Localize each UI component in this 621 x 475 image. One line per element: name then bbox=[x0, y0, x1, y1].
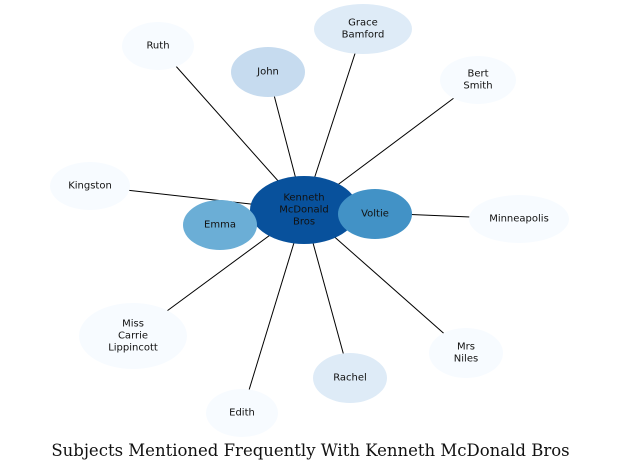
node-center-ellipse bbox=[250, 176, 358, 244]
node-john[interactable]: John bbox=[231, 47, 305, 97]
node-miss-label: Miss bbox=[122, 319, 144, 330]
node-center-label: Bros bbox=[293, 217, 315, 228]
node-grace-label: Grace bbox=[348, 18, 378, 29]
node-minneapolis-label: Minneapolis bbox=[489, 214, 549, 225]
node-emma-ellipse bbox=[183, 200, 257, 250]
node-kingston-label: Kingston bbox=[68, 181, 112, 192]
node-rachel-label: Rachel bbox=[333, 373, 367, 384]
node-emma[interactable]: Emma bbox=[183, 200, 257, 250]
node-mrs-ellipse bbox=[429, 328, 503, 378]
node-rachel-ellipse bbox=[313, 353, 387, 403]
edge-edith bbox=[241, 209, 305, 414]
node-john-label: John bbox=[256, 67, 279, 78]
node-minneapolis[interactable]: Minneapolis bbox=[469, 195, 569, 243]
node-ruth-label: Ruth bbox=[146, 41, 169, 52]
node-ruth-ellipse bbox=[122, 22, 194, 70]
node-kingston[interactable]: Kingston bbox=[50, 162, 130, 210]
node-rachel[interactable]: Rachel bbox=[313, 353, 387, 403]
node-emma-label: Emma bbox=[204, 220, 236, 231]
node-voltie-label: Voltie bbox=[361, 209, 389, 220]
nodes: KennethMcDonaldBrosRuthJohnGraceBamfordB… bbox=[50, 4, 569, 437]
node-kingston-ellipse bbox=[50, 162, 130, 210]
node-ruth[interactable]: Ruth bbox=[122, 22, 194, 70]
node-edith-ellipse bbox=[206, 389, 278, 437]
node-miss-label: Carrie bbox=[118, 331, 148, 342]
node-edith[interactable]: Edith bbox=[206, 389, 278, 437]
node-miss-label: Lippincott bbox=[108, 343, 158, 354]
node-john-ellipse bbox=[231, 47, 305, 97]
node-bert-label: Smith bbox=[463, 81, 492, 92]
node-edith-label: Edith bbox=[229, 408, 255, 419]
node-grace-ellipse bbox=[314, 4, 412, 54]
node-center-label: McDonald bbox=[279, 205, 329, 216]
figure-caption: Subjects Mentioned Frequently With Kenne… bbox=[51, 441, 570, 460]
network-graph: KennethMcDonaldBrosRuthJohnGraceBamfordB… bbox=[50, 4, 569, 437]
node-center-label: Kenneth bbox=[283, 193, 324, 204]
node-bert-label: Bert bbox=[467, 69, 488, 80]
node-minneapolis-ellipse bbox=[469, 195, 569, 243]
node-miss-ellipse bbox=[79, 303, 187, 369]
node-mrs-label: Mrs bbox=[457, 342, 475, 353]
node-mrs-label: Niles bbox=[454, 354, 478, 365]
node-bert-ellipse bbox=[440, 56, 516, 104]
node-grace-label: Bamford bbox=[342, 30, 385, 41]
node-voltie[interactable]: Voltie bbox=[338, 189, 412, 239]
node-voltie-ellipse bbox=[338, 189, 412, 239]
